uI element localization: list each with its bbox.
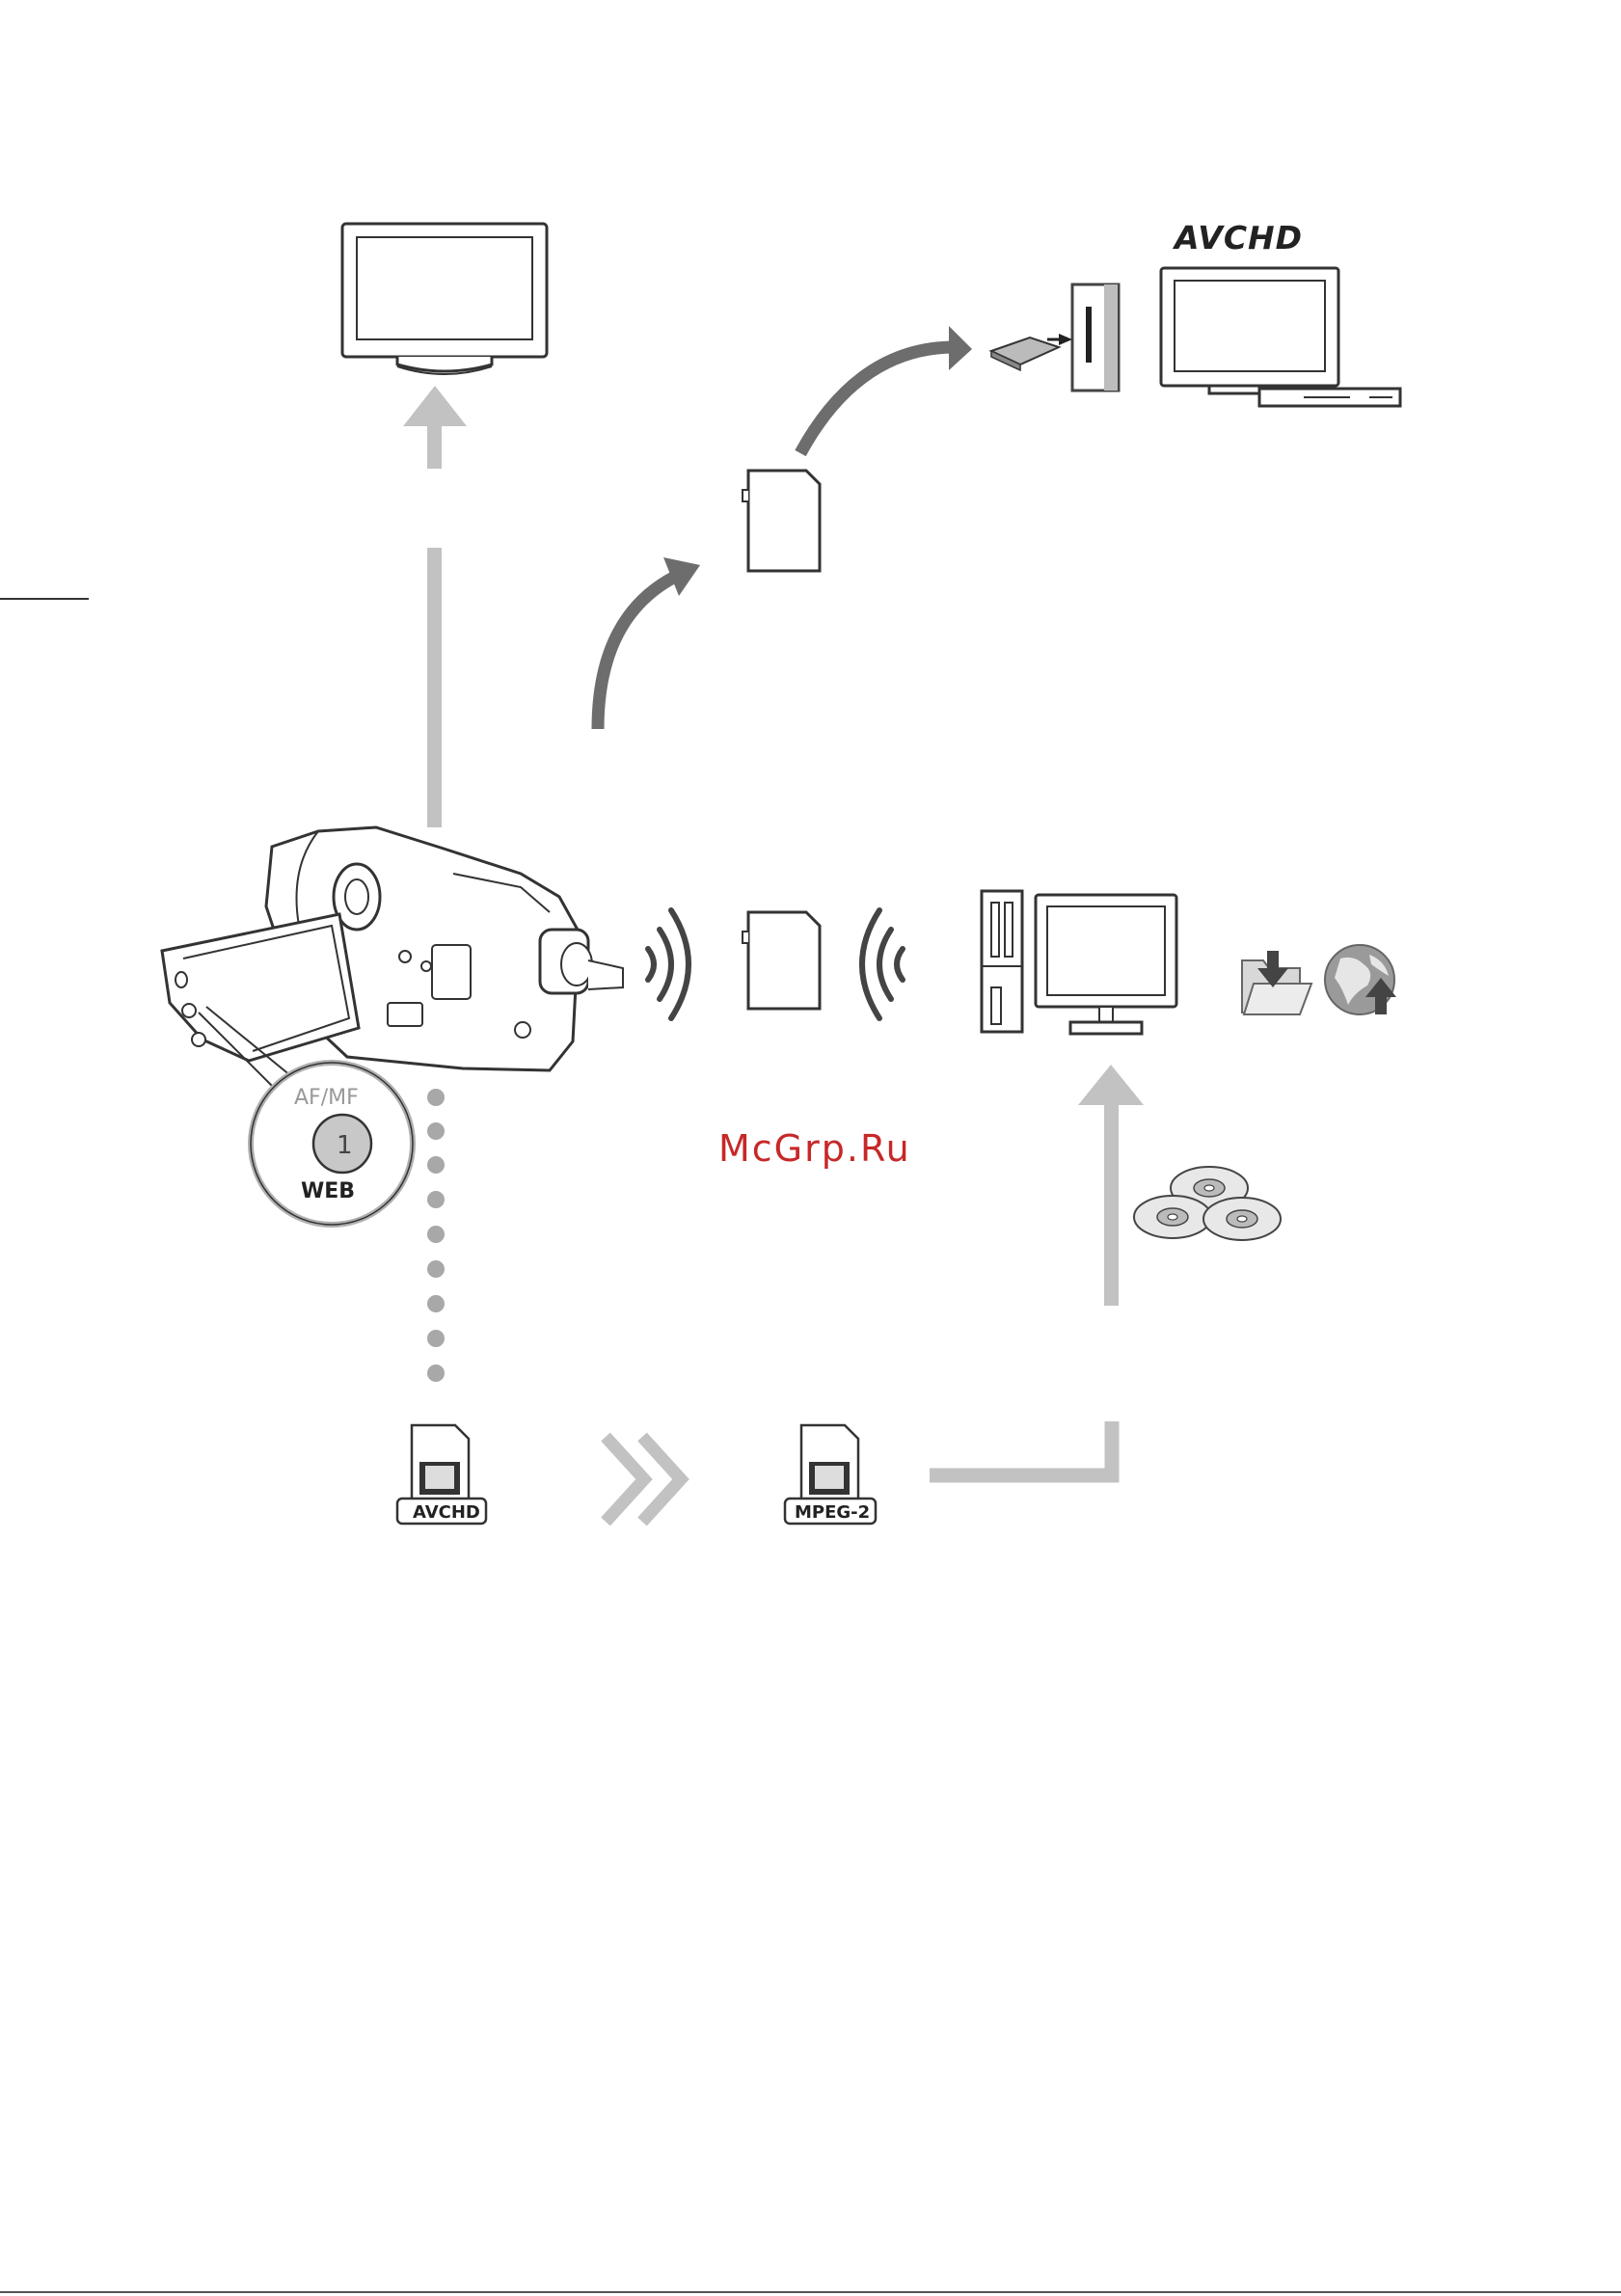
elbow-connector	[930, 1421, 1112, 1475]
file-label-mpeg2: MPEG-2	[795, 1502, 870, 1523]
web-upload-globe-icon	[1325, 945, 1396, 1014]
dial-label-web: WEB	[301, 1179, 355, 1203]
sd-card-inserting-icon	[991, 334, 1072, 370]
movie-file-icon-avchd: AVCHD	[397, 1425, 486, 1524]
double-chevron-right-icon	[606, 1437, 681, 1522]
wireless-signal-icon-2	[862, 910, 903, 1018]
wireless-signal-icon	[648, 910, 689, 1018]
television-icon	[342, 224, 547, 374]
recorder-slot-icon	[1072, 284, 1119, 391]
desktop-computer-icon	[982, 891, 1176, 1034]
file-label-avchd: AVCHD	[413, 1502, 480, 1523]
arrow-card-to-recorder	[800, 326, 972, 453]
folder-download-icon	[1242, 951, 1311, 1014]
dotted-connector	[427, 1089, 445, 1382]
web-button-number: 1	[337, 1131, 353, 1160]
arrow-camcorder-to-card	[598, 557, 700, 729]
camcorder-icon	[162, 827, 623, 1070]
discs-icon	[1134, 1167, 1281, 1240]
arrow-to-tv	[403, 386, 467, 827]
sd-card-icon-middle	[743, 912, 820, 1009]
dial-label-af-mf: AF/MF	[294, 1086, 359, 1110]
watermark: McGrp.Ru	[718, 1127, 911, 1170]
movie-file-icon-mpeg2: MPEG-2	[785, 1425, 876, 1524]
avchd-logo: AVCHD	[1172, 219, 1303, 257]
tv-with-recorder-icon	[1161, 268, 1400, 406]
sd-card-icon	[743, 471, 820, 571]
arrow-to-computer	[1078, 1065, 1144, 1306]
